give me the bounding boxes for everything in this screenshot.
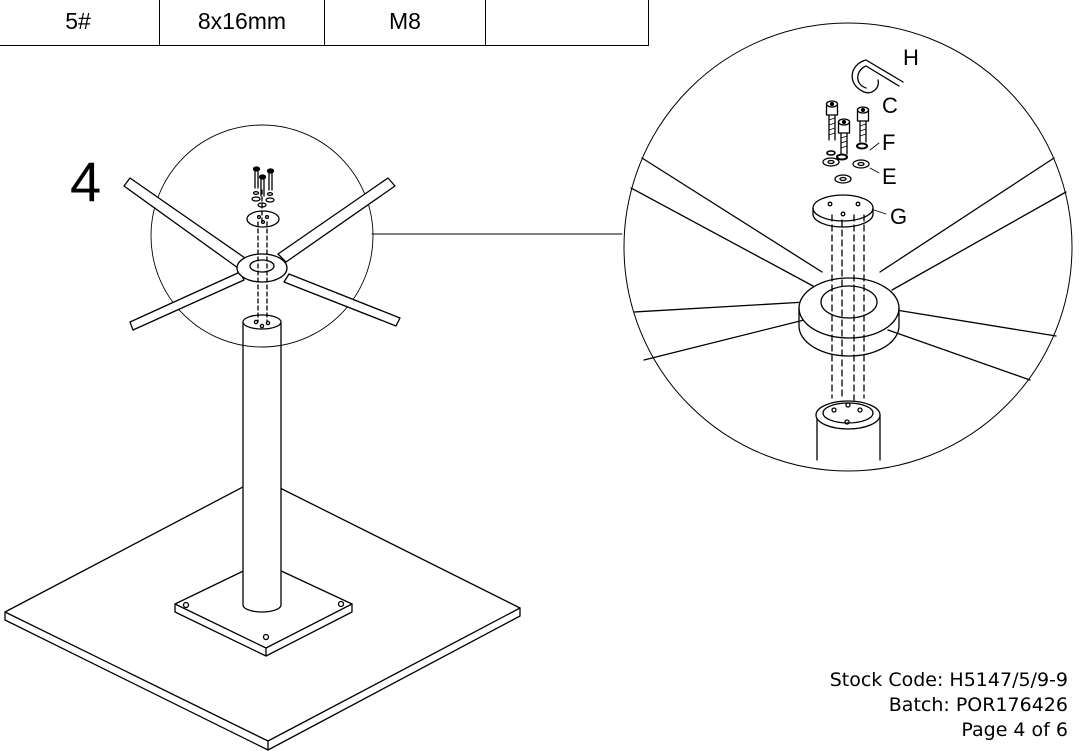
detail-circle-small (123, 124, 401, 348)
table-base-assembly (4, 314, 521, 751)
detail-bolt (825, 100, 839, 141)
detail-spring-washer (836, 153, 848, 161)
detail-spring-washer (856, 142, 868, 150)
bolt-small (268, 171, 273, 191)
spider-hub (236, 253, 288, 283)
batch-value: POR176426 (955, 694, 1068, 716)
detail-arm-lower-right (887, 309, 1057, 381)
bolt-small (260, 177, 265, 197)
detail-arm-lower-left (633, 301, 813, 361)
column (242, 321, 282, 613)
top-plate-small (246, 210, 280, 228)
spider-arm-lower-left (129, 271, 245, 331)
detail-washer (822, 157, 840, 167)
detail-arm-upper-right (879, 157, 1067, 291)
label-part-c: C (882, 93, 898, 118)
detail-column-top (815, 400, 881, 430)
detail-column (816, 414, 881, 461)
spec-table: 5# 8x16mm M8 (0, 0, 649, 46)
stock-code-label: Stock Code: (829, 669, 944, 691)
detail-hub-inner (820, 285, 878, 319)
hex-key-icon (851, 59, 904, 94)
spec-cell-dimensions: 8x16mm (159, 0, 325, 46)
detail-arm-upper-left (630, 157, 823, 287)
bolt-small (254, 169, 259, 189)
detail-hub-outer (798, 277, 900, 339)
document-footer: Stock Code: H5147/5/9-9 Batch: POR176426… (830, 668, 1068, 743)
detail-washer-e (834, 174, 852, 184)
label-part-f: F (882, 130, 896, 155)
spec-cell-size-code: 5# (0, 0, 160, 46)
column-top (242, 314, 282, 330)
spider-arm-left (123, 177, 246, 269)
stock-code-value: H5147/5/9-9 (949, 669, 1068, 691)
page-number: Page 4 of 6 (961, 719, 1068, 741)
batch-row: Batch: POR176426 (830, 693, 1068, 718)
batch-label: Batch: (888, 694, 950, 716)
spec-table-row: 5# 8x16mm M8 (0, 0, 649, 46)
stock-code-row: Stock Code: H5147/5/9-9 (830, 668, 1068, 693)
spider-arm-lower-right (283, 273, 401, 327)
spec-cell-blank (485, 0, 649, 46)
detail-circle-large (623, 22, 1073, 472)
label-part-e: E (882, 164, 897, 189)
detail-bolt (837, 118, 851, 155)
label-part-h: H (903, 45, 919, 70)
step-number: 4 (70, 150, 102, 213)
spider-arm-right (277, 177, 396, 263)
detail-bolt (856, 106, 870, 143)
foot-screw (337, 600, 345, 608)
foot-screw (262, 633, 270, 641)
foot-screw (182, 601, 190, 609)
detail-washer (852, 159, 870, 169)
detail-spring-washer (826, 150, 836, 156)
label-part-g: G (890, 204, 908, 229)
